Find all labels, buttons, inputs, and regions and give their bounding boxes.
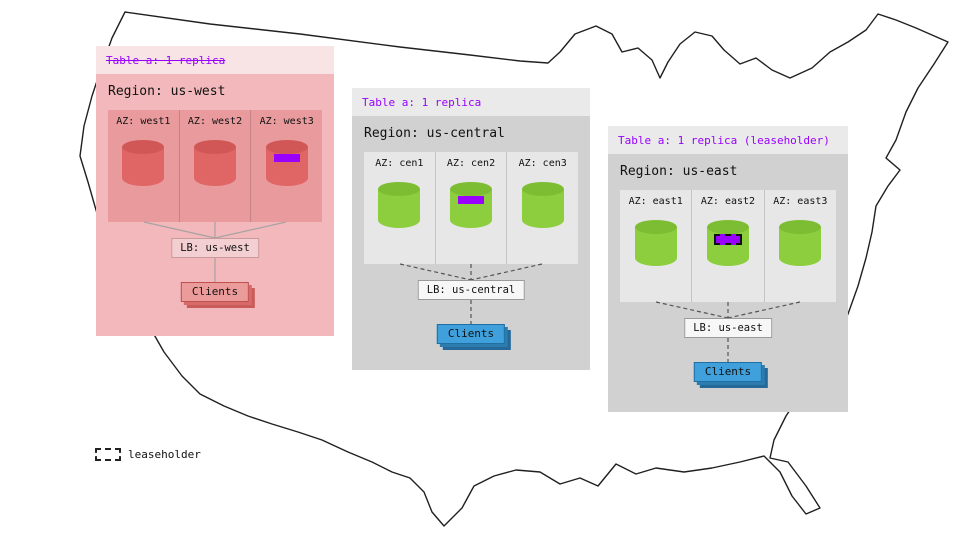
database-cylinder-icon <box>122 140 165 186</box>
region-label-us-west: Region: us-west <box>108 84 226 99</box>
table-label-us-east: Table a: 1 replica (leaseholder) <box>608 126 848 154</box>
leaseholder-marker <box>713 234 742 245</box>
az-cell-west1: AZ: west1 <box>108 110 179 222</box>
database-cylinder-icon <box>634 220 677 266</box>
database-cylinder-icon <box>450 182 492 228</box>
clients-box-us-central: Clients <box>436 324 506 344</box>
az-cell-cen3: AZ: cen3 <box>506 152 578 264</box>
database-cylinder-icon <box>378 182 421 228</box>
region-body-us-central: Region: us-central AZ: cen1 AZ: cen2 AZ:… <box>352 116 590 370</box>
load-balancer-box-us-west: LB: us-west <box>171 238 259 258</box>
az-cell-east3: AZ: east3 <box>763 190 836 302</box>
table-label-us-west: Table a: 1 replica <box>96 46 334 74</box>
az-cell-cen1: AZ: cen1 <box>364 152 435 264</box>
database-cylinder-icon <box>194 140 236 186</box>
database-cylinder-icon <box>521 182 564 228</box>
az-cell-west2: AZ: west2 <box>178 110 251 222</box>
replica-marker <box>458 196 484 204</box>
az-label-east1: AZ: east1 <box>628 196 683 207</box>
legend-label: leaseholder <box>128 448 201 461</box>
az-label-cen2: AZ: cen2 <box>446 158 496 169</box>
region-label-us-central: Region: us-central <box>364 126 505 141</box>
az-label-cen1: AZ: cen1 <box>375 158 424 169</box>
region-body-us-west: Region: us-west AZ: west1 AZ: west2 AZ: … <box>96 74 334 336</box>
az-cell-cen2: AZ: cen2 <box>434 152 507 264</box>
legend: leaseholder <box>95 448 201 461</box>
table-label-us-central: Table a: 1 replica <box>352 88 590 116</box>
clients-box-us-west: Clients <box>180 282 250 302</box>
leaseholder-swatch-icon <box>95 448 121 461</box>
region-body-us-east: Region: us-east AZ: east1 AZ: east2 AZ: … <box>608 154 848 412</box>
database-cylinder-icon <box>265 140 308 186</box>
region-label-us-east: Region: us-east <box>620 164 738 179</box>
az-label-cen3: AZ: cen3 <box>518 158 567 169</box>
az-box-us-central: AZ: cen1 AZ: cen2 AZ: cen3 <box>364 152 578 264</box>
az-label-west1: AZ: west1 <box>116 116 171 127</box>
load-balancer-box-us-east: LB: us-east <box>684 318 772 338</box>
az-box-us-west: AZ: west1 AZ: west2 AZ: west3 <box>108 110 322 222</box>
region-panel-us-west: Table a: 1 replica Region: us-west AZ: w… <box>96 46 334 336</box>
clients-box-us-east: Clients <box>693 362 763 382</box>
load-balancer-box-us-central: LB: us-central <box>417 280 525 300</box>
database-cylinder-icon <box>779 220 822 266</box>
region-panel-us-east: Table a: 1 replica (leaseholder) Region:… <box>608 126 848 412</box>
region-panel-us-central: Table a: 1 replica Region: us-central AZ… <box>352 88 590 370</box>
az-box-us-east: AZ: east1 AZ: east2 AZ: east3 <box>620 190 836 302</box>
az-label-east2: AZ: east2 <box>700 196 756 207</box>
az-label-west2: AZ: west2 <box>187 116 243 127</box>
az-cell-east1: AZ: east1 <box>620 190 691 302</box>
az-label-east3: AZ: east3 <box>773 196 828 207</box>
database-cylinder-icon <box>706 220 749 266</box>
az-label-west3: AZ: west3 <box>259 116 314 127</box>
replica-marker <box>273 154 300 162</box>
az-cell-west3: AZ: west3 <box>250 110 322 222</box>
az-cell-east2: AZ: east2 <box>691 190 763 302</box>
